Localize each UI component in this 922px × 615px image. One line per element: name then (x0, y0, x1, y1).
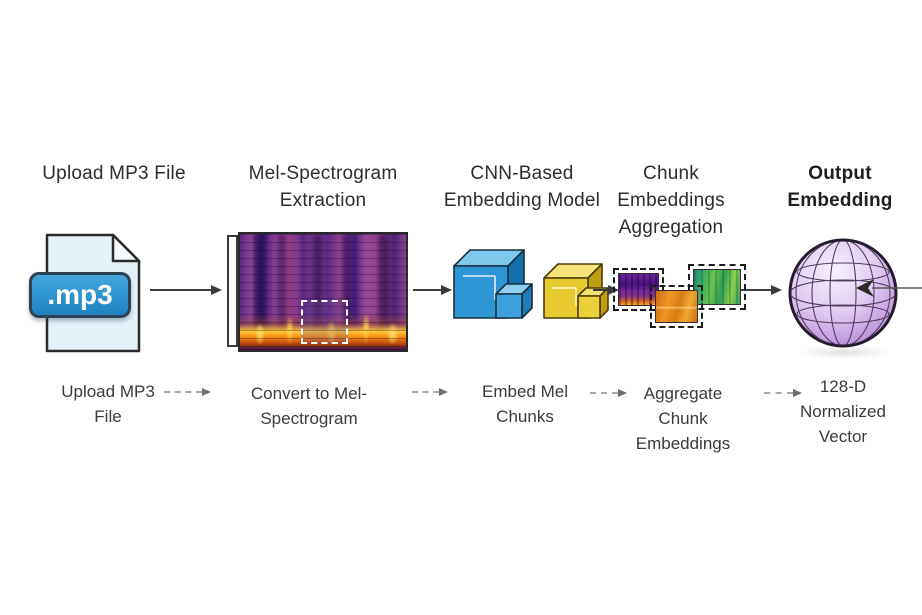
caption-step3-line2: Chunks (496, 407, 554, 426)
spectrogram-energy-band (240, 314, 406, 350)
stage2-title-line2: Extraction (279, 190, 367, 211)
stage4-title-line1: Chunk (643, 163, 699, 184)
dashed-arrow-head-icon (793, 389, 802, 397)
stage3-title-line1: CNN-Based (470, 163, 574, 184)
caption-step5: 128-D Normalized Vector (748, 374, 922, 449)
yellow-cube-icon (543, 263, 609, 319)
dashed-arrow-head-icon (202, 388, 211, 396)
stage1-title: Upload MP3 File (4, 160, 224, 187)
caption-step1-line1: Upload MP3 (61, 382, 155, 401)
flow-arrow-3 (593, 285, 619, 295)
dashed-arrow-head-icon (439, 388, 448, 396)
caption-step5-line2: Normalized (800, 402, 886, 421)
caption-step4: Aggregate Chunk Embeddings (588, 381, 778, 456)
spectrogram-gridlines (240, 234, 406, 350)
stage5-title: Output Embedding (730, 160, 922, 214)
flow-arrow-2 (413, 285, 452, 295)
cnn-model-icon (453, 249, 609, 319)
step-arrow-4 (764, 389, 802, 397)
spectrogram-streak (292, 234, 302, 350)
dashed-arrow-head-icon (618, 389, 627, 397)
spectrogram-streak (360, 234, 368, 350)
caption-step1: Upload MP3 File (13, 379, 203, 429)
flow-arrow-4 (735, 285, 782, 295)
stage4-title-line3: Aggregation (618, 217, 724, 238)
chunk-dashed-box-1 (613, 268, 664, 311)
flow-arrow-1 (150, 285, 222, 295)
step-arrow-2 (412, 388, 448, 396)
step-arrow-3 (590, 389, 627, 397)
normalization-arrow-head-icon (856, 279, 874, 297)
chunk-selection-rect (301, 300, 348, 344)
arrow-head-icon (211, 285, 222, 295)
caption-step4-line2: Chunk (658, 409, 708, 428)
stage3-title: CNN-Based Embedding Model (412, 160, 632, 214)
caption-step5-line1: 128-D (819, 377, 867, 396)
caption-step2-line2: Spectrogram (260, 409, 358, 428)
spectrogram-streak (378, 234, 389, 350)
blue-cube-icon (453, 249, 533, 319)
mp3-badge-label: .mp3 (47, 279, 113, 310)
chunk-embedding-tile-orange (655, 290, 698, 323)
step-arrow-1 (164, 388, 211, 396)
caption-step3: Embed Mel Chunks (430, 379, 620, 429)
stage2-title-line1: Mel-Spectrogram (248, 163, 398, 184)
mp3-badge: .mp3 (29, 272, 131, 318)
stage1-title-line: Upload MP3 File (42, 163, 186, 184)
spectrogram-streak (278, 234, 286, 350)
caption-step2: Convert to Mel- Spectrogram (214, 381, 404, 431)
stage5-title-line2: Embedding (787, 190, 893, 211)
chunk-dashed-box-3 (688, 264, 746, 310)
caption-step3-line1: Embed Mel (482, 382, 568, 401)
sphere-shadow (800, 346, 892, 359)
stage3-title-line2: Embedding Model (443, 190, 601, 211)
spectrogram-spine (227, 235, 238, 347)
spectrogram-streak (312, 234, 322, 350)
stage4-title: Chunk Embeddings Aggregation (561, 160, 781, 241)
caption-step2-line1: Convert to Mel- (250, 384, 368, 403)
arrow-head-icon (441, 285, 452, 295)
mel-spectrogram-image (238, 232, 408, 352)
stage2-title: Mel-Spectrogram Extraction (213, 160, 433, 214)
caption-step5-line3: Vector (818, 427, 868, 446)
arrow-head-icon (771, 285, 782, 295)
stage5-title-line1: Output (808, 163, 872, 184)
sphere-wireframe (791, 241, 895, 345)
spectrogram-streak (342, 234, 351, 350)
embedding-sphere-icon (788, 238, 922, 348)
caption-step4-line3: Embeddings (635, 434, 731, 453)
caption-step1-line2: File (94, 407, 122, 426)
chunk-dashed-box-2 (650, 285, 703, 328)
caption-step4-line1: Aggregate (643, 384, 723, 403)
stage4-title-line2: Embeddings (617, 190, 725, 211)
